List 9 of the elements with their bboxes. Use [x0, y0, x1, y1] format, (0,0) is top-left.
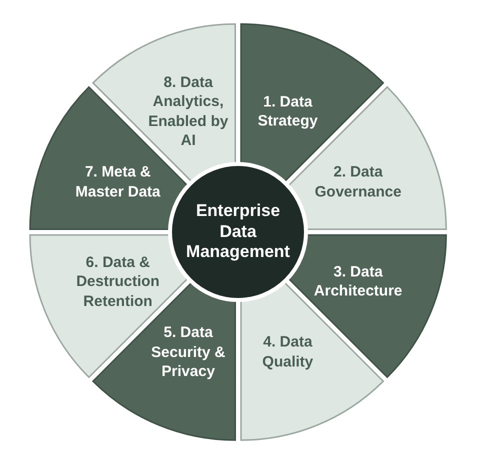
segment-label: 7. Meta & Master Data — [74, 162, 162, 202]
segment-label: 8. Data Analytics, Enabled by AI — [147, 72, 230, 151]
segment-label: 1. Data Strategy — [256, 92, 319, 132]
segment-label: 5. Data Security & Privacy — [150, 322, 226, 382]
segment-label: 2. Data Governance — [314, 162, 402, 202]
segment-label: 3. Data Architecture — [312, 262, 404, 302]
segment-label: 4. Data Quality — [261, 332, 314, 372]
hub-title: Enterprise Data Management — [185, 201, 291, 263]
segment-label: 6. Data & Destruction Retention — [75, 252, 161, 311]
